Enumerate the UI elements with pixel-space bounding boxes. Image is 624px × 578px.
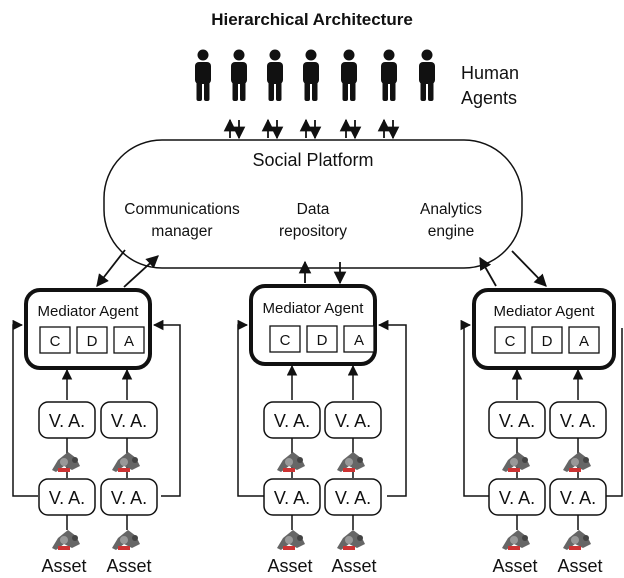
social-platform-title: Social Platform <box>252 150 373 170</box>
virtual-agent-box <box>324 401 382 439</box>
asset-label: Asset <box>557 556 602 576</box>
asset-robot-icon <box>337 452 365 472</box>
asset-label: Asset <box>267 556 312 576</box>
module-c-label: C <box>505 333 516 350</box>
communications-manager-line1: Communications <box>124 201 240 218</box>
asset-robot-icon <box>52 530 80 550</box>
asset-robot-icon <box>112 530 140 550</box>
virtual-agent-box <box>38 478 96 516</box>
virtual-agent-box <box>38 401 96 439</box>
virtual-agent-box <box>100 478 158 516</box>
virtual-agent-box <box>549 478 607 516</box>
virtual-agent-label: V. A. <box>49 488 85 508</box>
asset-label: Asset <box>106 556 151 576</box>
module-c-box <box>39 326 71 354</box>
asset-robot-icon <box>277 452 305 472</box>
virtual-agent-box <box>263 478 321 516</box>
virtual-agent-box <box>263 401 321 439</box>
mediator-agent-label: Mediator Agent <box>263 300 365 317</box>
module-c-label: C <box>50 333 61 350</box>
asset-robot-icon <box>563 530 591 550</box>
virtual-agent-label: V. A. <box>274 488 310 508</box>
virtual-agent-label: V. A. <box>560 411 596 431</box>
virtual-agent-label: V. A. <box>560 488 596 508</box>
virtual-agent-label: V. A. <box>499 411 535 431</box>
virtual-agent-label: V. A. <box>111 488 147 508</box>
human-agent-icon <box>195 49 211 101</box>
cluster-3: Mediator Agent C D A V. A. V. A. V. A. V… <box>460 288 623 576</box>
asset-robot-icon <box>52 452 80 472</box>
module-a-label: A <box>354 332 364 349</box>
module-d-box <box>531 326 563 354</box>
platform-mediator-arrows <box>96 249 547 288</box>
virtual-agent-box <box>488 401 546 439</box>
module-d-label: D <box>87 333 98 350</box>
module-a-label: A <box>579 333 589 350</box>
module-a-box <box>568 326 600 354</box>
human-agent-icon <box>419 49 435 101</box>
human-agent-icon <box>267 49 283 101</box>
asset-robot-icon <box>502 530 530 550</box>
virtual-agent-label: V. A. <box>111 411 147 431</box>
virtual-agent-box <box>324 478 382 516</box>
virtual-agent-label: V. A. <box>499 488 535 508</box>
asset-label: Asset <box>41 556 86 576</box>
human-agents-label-line2: Agents <box>461 88 517 108</box>
asset-label: Asset <box>492 556 537 576</box>
asset-robot-icon <box>112 452 140 472</box>
virtual-agent-label: V. A. <box>49 411 85 431</box>
mediator-agent-label: Mediator Agent <box>38 303 140 320</box>
social-platform-box <box>103 139 523 269</box>
module-c-box <box>494 326 526 354</box>
module-c-box <box>269 325 301 353</box>
human-agent-icon <box>303 49 319 101</box>
human-agents-group <box>195 49 435 101</box>
module-a-box <box>113 326 145 354</box>
human-agent-icon <box>381 49 397 101</box>
mediator-agent-label: Mediator Agent <box>494 303 596 320</box>
virtual-agent-label: V. A. <box>274 411 310 431</box>
module-d-box <box>306 325 338 353</box>
virtual-agent-label: V. A. <box>335 411 371 431</box>
human-agent-icon <box>341 49 357 101</box>
data-repository-line2: repository <box>279 223 347 240</box>
asset-robot-icon <box>502 452 530 472</box>
human-platform-arrows <box>223 118 400 140</box>
human-agents-label-line1: Human <box>461 63 519 83</box>
cluster-1: Mediator Agent C D A V. A. V. A. V. A. V… <box>12 288 181 576</box>
module-d-box <box>76 326 108 354</box>
communications-manager-line2: manager <box>151 223 212 240</box>
virtual-agent-box <box>549 401 607 439</box>
asset-label: Asset <box>331 556 376 576</box>
virtual-agent-label: V. A. <box>335 488 371 508</box>
asset-robot-icon <box>277 530 305 550</box>
virtual-agent-box <box>488 478 546 516</box>
human-agent-icon <box>231 49 247 101</box>
diagram-title: Hierarchical Architecture <box>211 10 413 29</box>
virtual-agent-box <box>100 401 158 439</box>
module-d-label: D <box>317 332 328 349</box>
analytics-engine-line1: Analytics <box>420 201 482 218</box>
cluster-2: Mediator Agent C D A V. A. V. A. V. A. V… <box>237 284 407 576</box>
asset-robot-icon <box>563 452 591 472</box>
asset-robot-icon <box>337 530 365 550</box>
module-c-label: C <box>280 332 291 349</box>
module-a-box <box>343 325 375 353</box>
module-d-label: D <box>542 333 553 350</box>
module-a-label: A <box>124 333 134 350</box>
data-repository-line1: Data <box>297 201 330 218</box>
analytics-engine-line2: engine <box>428 223 475 240</box>
